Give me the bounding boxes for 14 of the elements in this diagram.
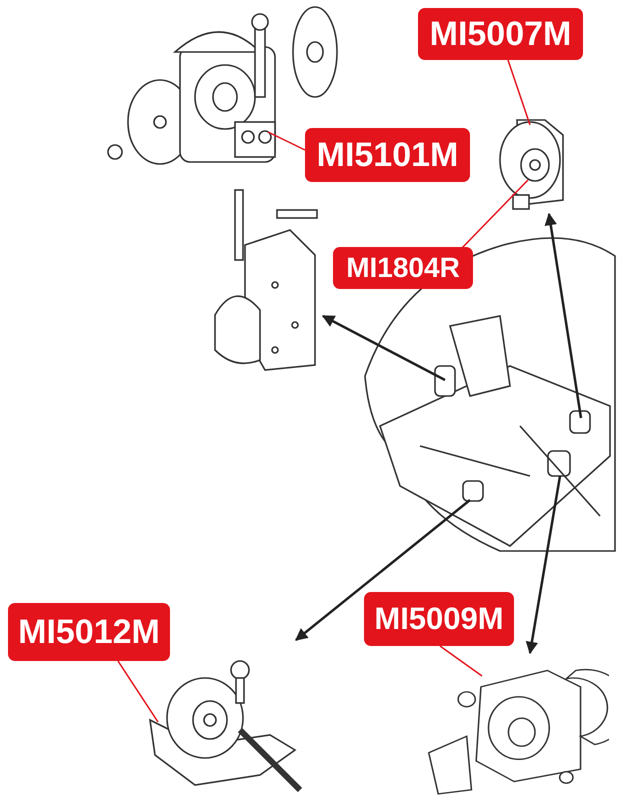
part-number-label: MI5101M xyxy=(305,128,470,182)
leader-line xyxy=(440,645,482,677)
arrow xyxy=(544,212,582,418)
arrow xyxy=(526,476,562,654)
arrow xyxy=(295,499,471,641)
part-number-label: MI1804R xyxy=(333,247,473,289)
part-number-label: MI5012M xyxy=(8,603,170,661)
leader-line xyxy=(268,131,306,151)
arrow xyxy=(322,314,446,382)
leader-line xyxy=(507,60,531,126)
part-number-label: MI5007M xyxy=(418,8,583,60)
part-number-label: MI5009M xyxy=(364,592,514,646)
leader-line xyxy=(117,660,159,722)
leader-line xyxy=(461,179,529,249)
